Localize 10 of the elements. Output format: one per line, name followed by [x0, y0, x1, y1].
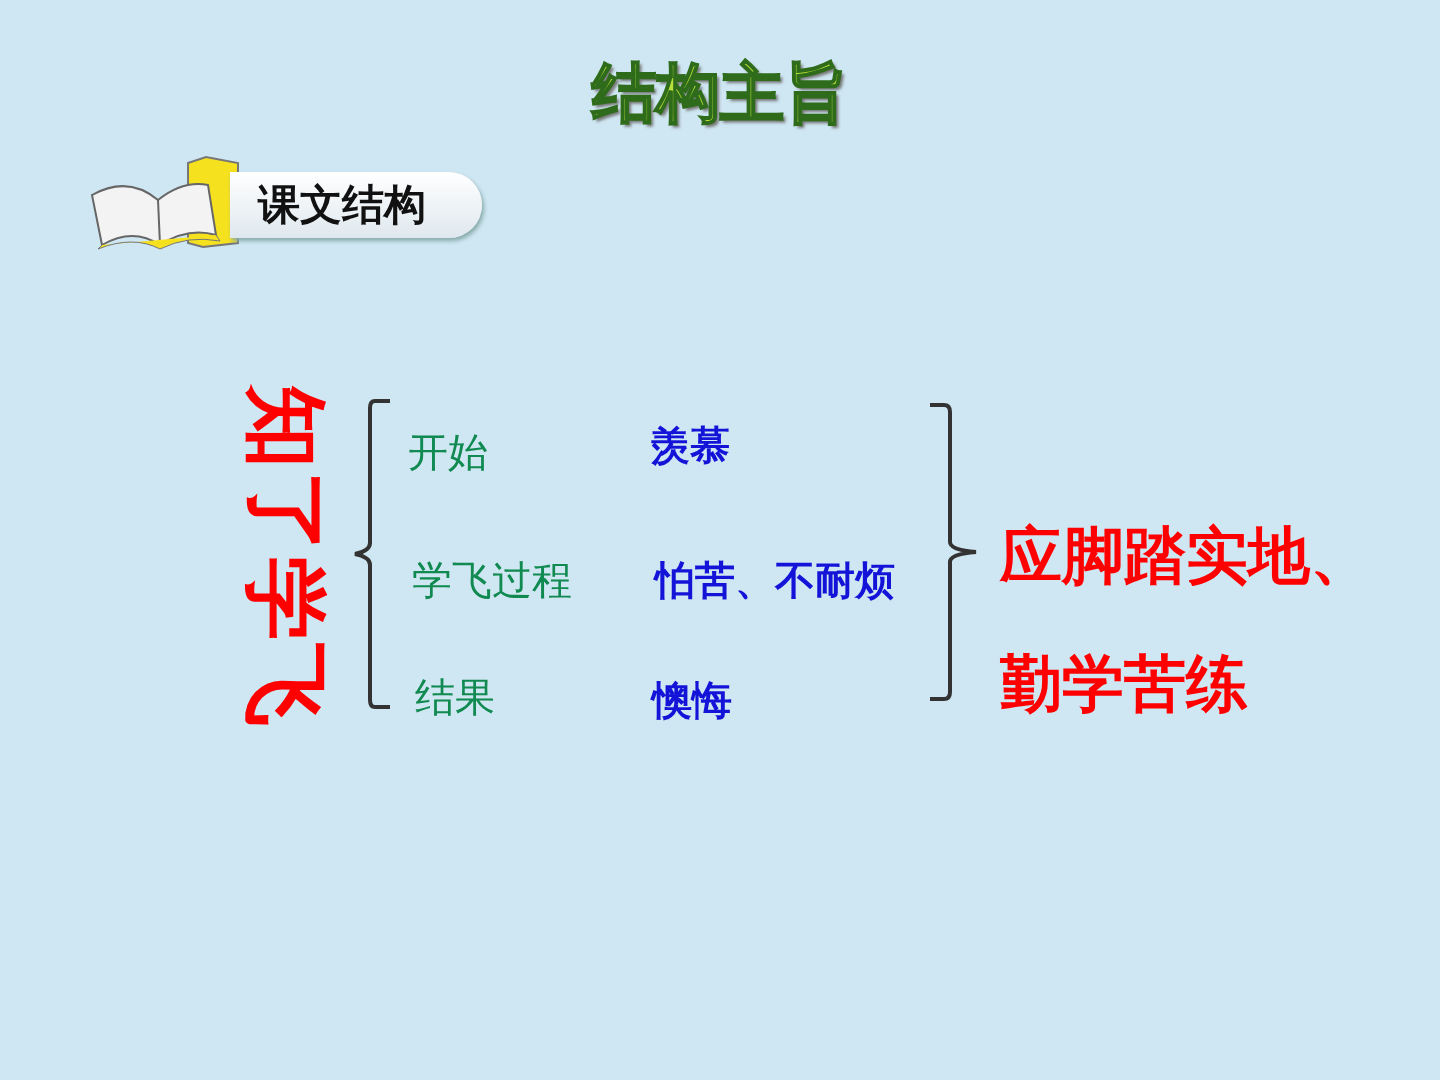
feeling-label: 怕苦、不耐烦 [655, 556, 895, 605]
title: 结构主旨 [590, 55, 849, 132]
stage-label: 学飞过程 [412, 556, 572, 605]
vertical-title: 知了学飞 [236, 385, 336, 729]
feeling-label: 羡慕 [650, 421, 730, 470]
stage-label: 结果 [415, 673, 495, 722]
stage-label: 开始 [408, 428, 488, 477]
section-header: 课文结构 [230, 172, 482, 238]
conclusion-text: 应脚踏实地、勤学苦练 [1000, 518, 1373, 722]
feeling-label: 懊悔 [652, 676, 732, 725]
